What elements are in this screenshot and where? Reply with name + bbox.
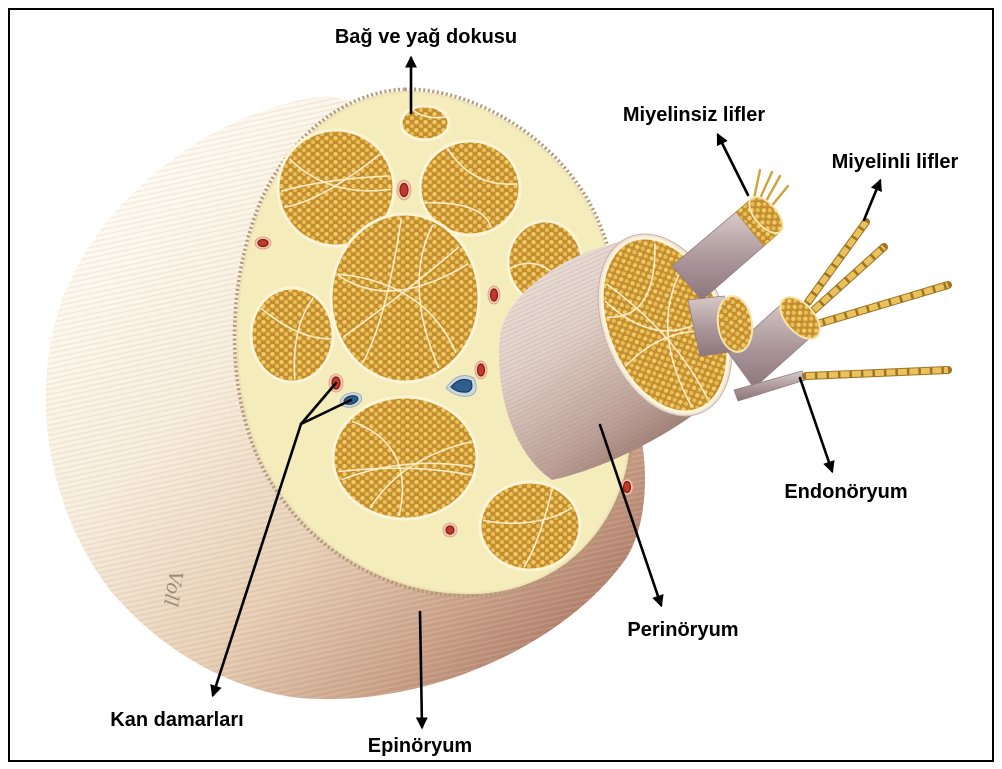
artery — [488, 286, 500, 304]
label-myelinated-fibers: Miyelinli lifler — [832, 151, 959, 173]
fascicle — [333, 397, 477, 519]
label-unmyelinated-fibers: Miyelinsiz lifler — [623, 104, 765, 126]
label-endoneurium: Endonöryum — [784, 481, 907, 503]
label-perineurium: Perinöryum — [627, 619, 738, 641]
label-connective-fat-tissue: Bağ ve yağ dokusu — [335, 26, 517, 48]
label-epineurium: Epinöryum — [368, 735, 472, 757]
artery — [443, 523, 457, 537]
artery — [475, 361, 487, 379]
fascicle — [401, 106, 449, 140]
label-blood-vessels: Kan damarları — [110, 709, 243, 731]
artery — [255, 237, 271, 249]
artery — [397, 180, 411, 200]
fascicle — [251, 288, 333, 382]
fascicle — [331, 214, 479, 382]
